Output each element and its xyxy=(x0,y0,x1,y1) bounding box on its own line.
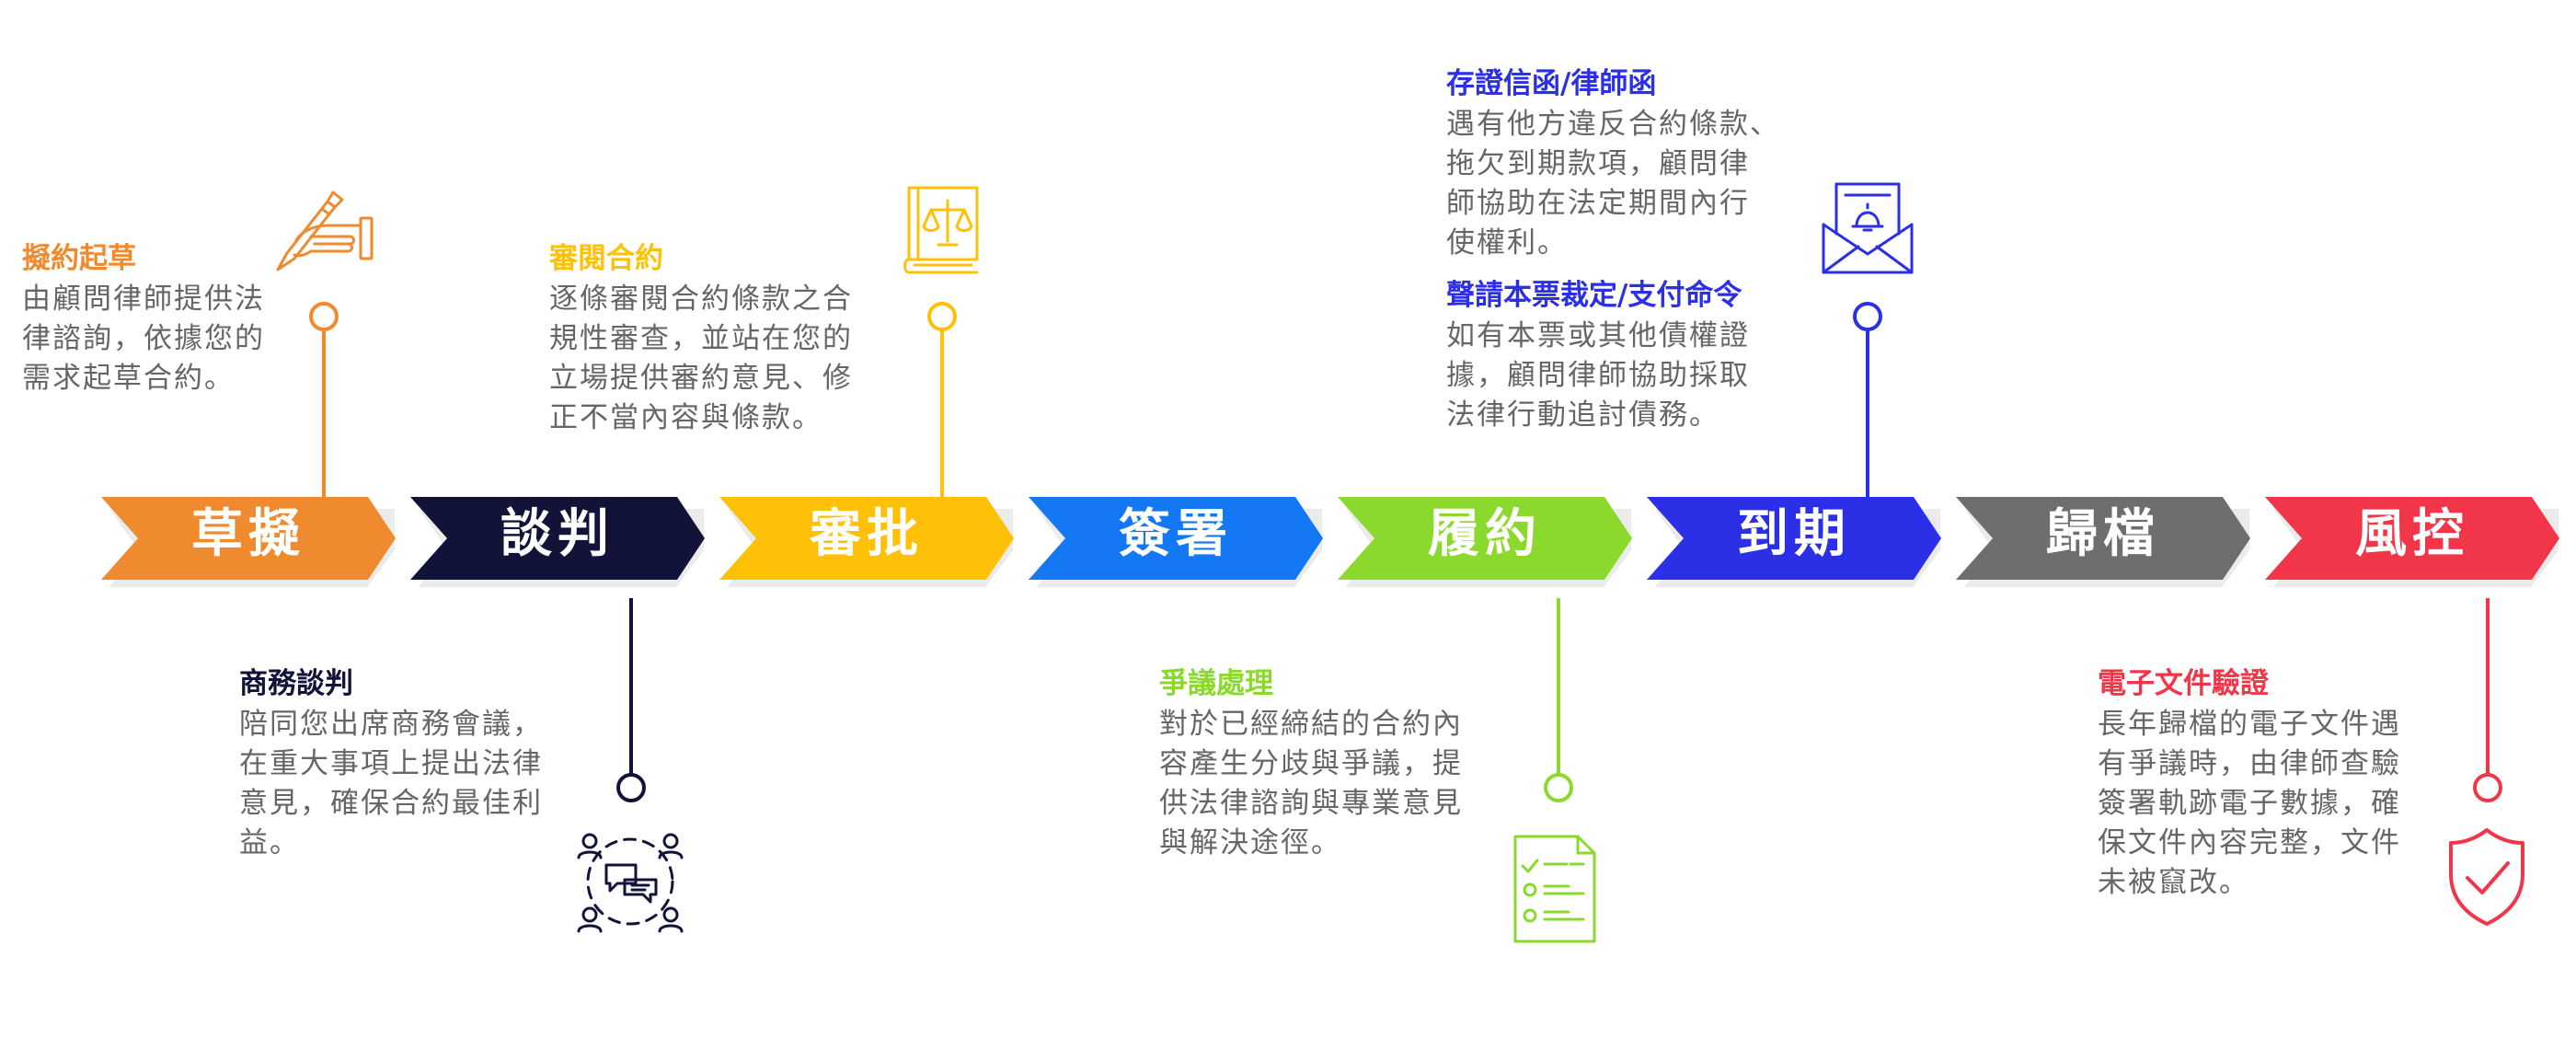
step-arrow-risk-control xyxy=(2265,497,2559,587)
note-letter: 存證信函/律師函 遇有他方違反合約條款、 拖欠到期款項，顧問律 師協助在法定期間… xyxy=(1446,63,1851,263)
note-title-negotiation: 商務談判 xyxy=(239,667,353,700)
note-title-drafting: 擬約起草 xyxy=(22,242,136,275)
note-body-line: 律諮詢，依據您的 xyxy=(22,322,265,355)
note-body-line: 益。 xyxy=(239,826,300,859)
note-body-line: 使權利。 xyxy=(1446,226,1568,259)
step-arrow-archive xyxy=(1956,497,2250,587)
note-body-line: 對於已經締結的合約內 xyxy=(1159,708,1463,741)
note-body-line: 在重大事項上提出法律 xyxy=(239,747,543,780)
note-body-line: 陪同您出席商務會議， xyxy=(239,708,543,741)
connector-drafting xyxy=(322,331,326,497)
note-body-line: 由顧問律師提供法 xyxy=(22,283,265,316)
connector-dot-performance xyxy=(1544,773,1573,802)
checklist-document-icon xyxy=(1512,833,1604,947)
pen-hand-icon xyxy=(269,189,379,271)
meeting-chat-icon xyxy=(575,826,685,935)
note-body-line: 簽署軌跡電子數據，確 xyxy=(2098,787,2401,820)
connector-negotiation xyxy=(629,598,633,782)
note-body-line: 拖欠到期款項，顧問律 xyxy=(1446,147,1750,180)
connector-dot-review xyxy=(927,302,957,331)
step-arrow-negotiation xyxy=(410,497,705,587)
note-negotiation: 商務談判 陪同您出席商務會議， 在重大事項上提出法律 意見，確保合約最佳利 益。 xyxy=(239,663,607,863)
note-title-verification: 電子文件驗證 xyxy=(2098,667,2269,700)
law-book-icon xyxy=(902,180,984,276)
note-drafting: 擬約起草 由顧問律師提供法 律諮詢，依據您的 需求起草合約。 xyxy=(22,237,316,398)
note-body-line: 規性審查，並站在您的 xyxy=(549,322,853,355)
note-body-line: 需求起草合約。 xyxy=(22,362,235,395)
step-arrow-signing xyxy=(1029,497,1323,587)
note-body-line: 有爭議時，由律師查驗 xyxy=(2098,747,2401,780)
note-body-line: 師協助在法定期間內行 xyxy=(1446,187,1750,220)
step-arrow-review xyxy=(719,497,1014,587)
note-title-dispute: 爭議處理 xyxy=(1159,667,1273,700)
note-title-payment-order: 聲請本票裁定/支付命令 xyxy=(1446,279,1742,312)
connector-performance xyxy=(1557,598,1560,782)
step-label-signing: 簽署 xyxy=(1119,504,1233,564)
note-body-line: 立場提供審約意見、修 xyxy=(549,362,853,395)
step-arrow-performance xyxy=(1338,497,1632,587)
note-body-line: 未被竄改。 xyxy=(2098,866,2249,899)
note-body-line: 供法律諮詢與專業意見 xyxy=(1159,787,1463,820)
note-review: 審閱合約 逐條審閱合約條款之合 規性審查，並站在您的 立場提供審約意見、修 正不… xyxy=(549,237,917,438)
note-title-review: 審閱合約 xyxy=(549,242,663,275)
connector-risk-control xyxy=(2486,598,2490,782)
note-body-line: 逐條審閱合約條款之合 xyxy=(549,283,853,316)
step-label-performance: 履約 xyxy=(1428,504,1542,564)
step-label-drafting: 草擬 xyxy=(191,504,305,564)
note-body-line: 與解決途徑。 xyxy=(1159,826,1341,859)
connector-dot-drafting xyxy=(309,302,339,331)
step-label-review: 審批 xyxy=(810,504,924,564)
note-body-line: 意見，確保合約最佳利 xyxy=(239,787,543,820)
note-body-line: 長年歸檔的電子文件遇 xyxy=(2098,708,2401,741)
envelope-alert-icon xyxy=(1820,180,1915,276)
step-label-archive: 歸檔 xyxy=(2046,504,2160,564)
step-arrow-expiry xyxy=(1647,497,1941,587)
step-label-expiry: 到期 xyxy=(1737,504,1851,564)
note-body-line: 法律行動追討債務。 xyxy=(1446,398,1719,432)
connector-expiry xyxy=(1866,331,1869,497)
note-body-line: 如有本票或其他債權證 xyxy=(1446,319,1750,352)
note-dispute: 爭議處理 對於已經締結的合約內 容產生分歧與爭議，提 供法律諮詢與專業意見 與解… xyxy=(1159,663,1527,863)
step-label-risk-control: 風控 xyxy=(2355,504,2469,564)
step-label-negotiation: 談判 xyxy=(500,504,615,564)
shield-check-icon xyxy=(2447,826,2526,928)
note-body-line: 據，顧問律師協助採取 xyxy=(1446,359,1750,392)
connector-dot-expiry xyxy=(1853,302,1882,331)
connector-review xyxy=(940,331,944,497)
note-payment-order: 聲請本票裁定/支付命令 如有本票或其他債權證 據，顧問律師協助採取 法律行動追討… xyxy=(1446,274,1851,435)
note-body-line: 保文件內容完整，文件 xyxy=(2098,826,2401,859)
note-title-letter: 存證信函/律師函 xyxy=(1446,67,1657,100)
connector-dot-risk-control xyxy=(2473,773,2502,802)
connector-dot-negotiation xyxy=(616,773,646,802)
note-verification: 電子文件驗證 長年歸檔的電子文件遇 有爭議時，由律師查驗 簽署軌跡電子數據，確 … xyxy=(2098,663,2466,903)
note-body-line: 容產生分歧與爭議，提 xyxy=(1159,747,1463,780)
step-arrow-drafting xyxy=(101,497,396,587)
note-body-line: 正不當內容與條款。 xyxy=(549,401,822,434)
note-body-line: 遇有他方違反合約條款、 xyxy=(1446,108,1780,141)
